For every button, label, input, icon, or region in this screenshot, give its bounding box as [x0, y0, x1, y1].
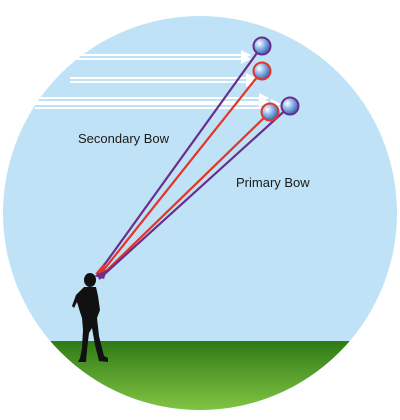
primary-violet-ray [98, 105, 291, 280]
primary-red-ray [98, 111, 271, 279]
droplet-secondary-upper [252, 36, 272, 56]
ground [3, 341, 397, 410]
droplet-primary-right [280, 96, 300, 116]
secondary-red-ray [97, 70, 263, 278]
droplets [252, 36, 300, 122]
droplet-secondary-lower [252, 61, 272, 81]
secondary-bow-rays [96, 45, 263, 278]
droplet-primary-left [260, 102, 280, 122]
arrowhead [95, 263, 106, 274]
arrowhead [94, 270, 107, 279]
eye-arrowheads [94, 263, 107, 279]
sun-rays [32, 50, 281, 113]
secondary-violet-ray [96, 45, 263, 276]
person-silhouette-icon [72, 273, 108, 362]
primary-bow-rays [98, 105, 291, 280]
primary-bow-label: Primary Bow [236, 175, 310, 190]
secondary-bow-label: Secondary Bow [78, 131, 170, 146]
